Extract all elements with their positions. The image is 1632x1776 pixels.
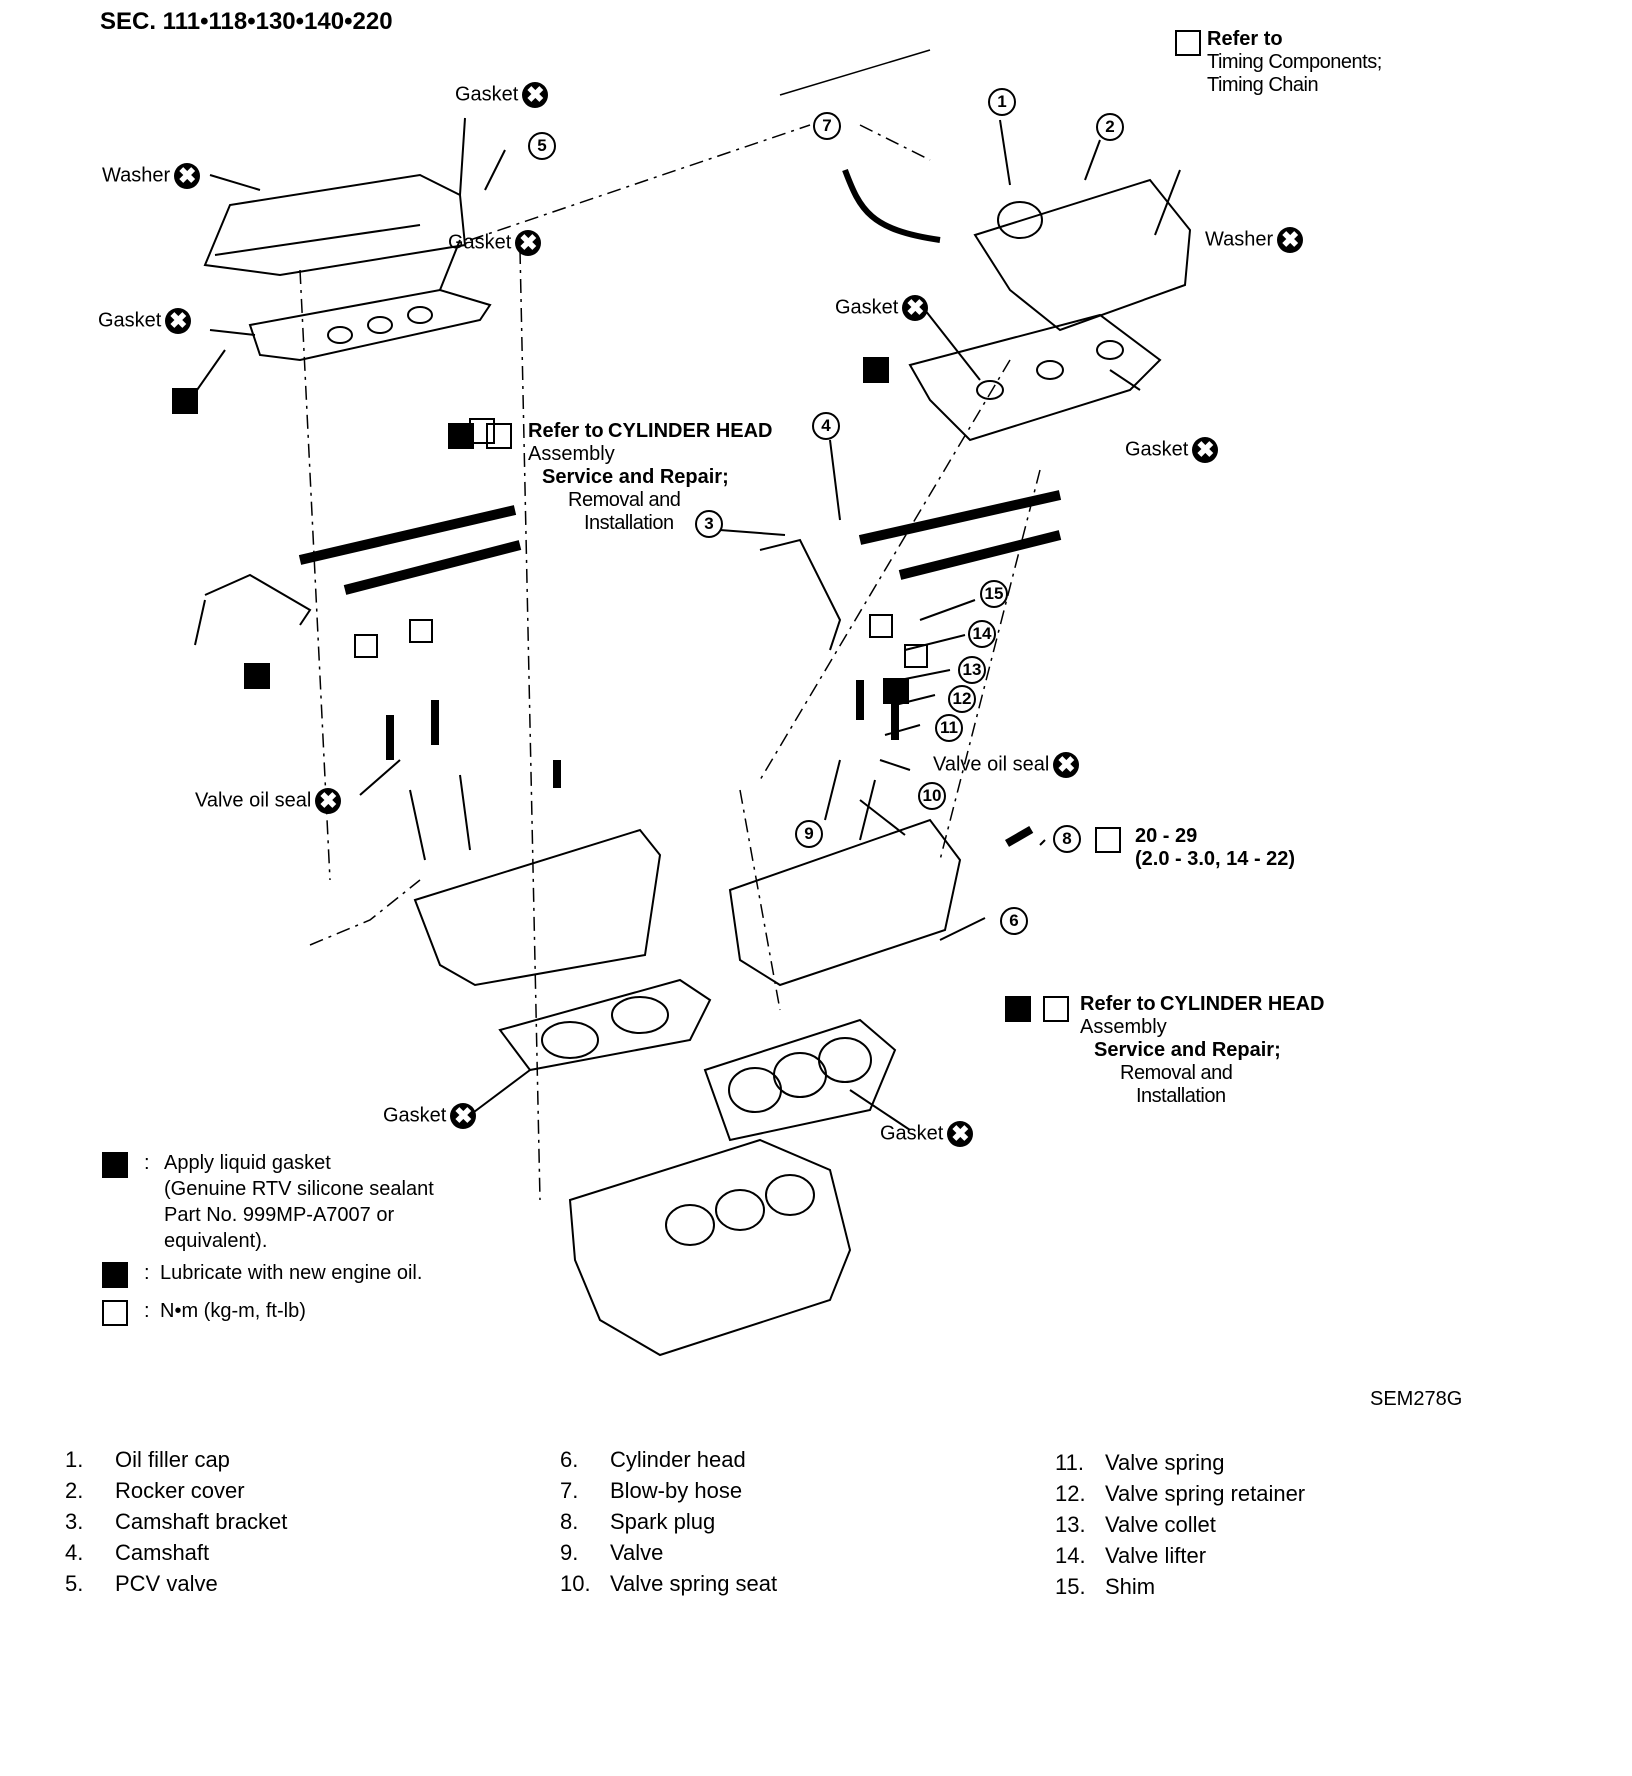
torque-wrench-icon [1095,827,1121,853]
valve-oil-seal-callout: Valve oil seal✖ [195,788,342,814]
oil-can-icon [448,423,474,449]
list-item: 9.Valve [560,1540,664,1565]
do-not-reuse-icon: ✖ [450,1103,477,1129]
cylinder-block [568,1138,852,1357]
gasket-callout: Gasket✖ [1125,437,1219,463]
blow-by-hose [842,168,941,243]
left-cam-bracket [204,573,312,626]
left-rocker-cover [203,173,467,277]
part-number-2: 2 [1096,113,1124,141]
part-number-10: 10 [918,782,946,810]
gasket-callout: Gasket✖ [835,295,929,321]
gasket-callout: Gasket✖ [448,230,542,256]
left-rocker-gasket [248,288,492,362]
list-item: 11.Valve spring [1055,1450,1225,1475]
right-camshaft-2 [898,530,1062,580]
do-not-reuse-icon: ✖ [165,308,192,334]
list-item: 6.Cylinder head [560,1447,746,1472]
oil-can-icon [1005,996,1031,1022]
list-item: 2.Rocker cover [65,1478,245,1503]
do-not-reuse-icon: ✖ [1277,227,1304,253]
torque-wrench-icon [1175,30,1201,56]
legend-item: : Lubricate with new engine oil. [102,1260,434,1288]
list-item: 8.Spark plug [560,1509,716,1534]
part-number-6: 6 [1000,907,1028,935]
part-number-4: 4 [812,412,840,440]
washer-callout: Washer✖ [102,163,201,189]
oil-can-icon [102,1262,128,1288]
liquid-gasket-icon [863,357,890,383]
part-number-15: 15 [980,580,1008,608]
torque-wrench-icon [1043,996,1069,1022]
list-item: 4.Camshaft [65,1540,210,1565]
right-cylinder-head [728,818,962,987]
left-camshaft-2 [343,540,522,595]
list-item: 14.Valve lifter [1055,1543,1207,1568]
right-cam-bracket [759,538,842,651]
part-number-13: 13 [958,656,986,684]
refer-timing-note: Refer to Timing Components; Timing Chain [1175,28,1382,97]
list-item: 7.Blow-by hose [560,1478,743,1503]
right-rocker-gasket [908,313,1162,442]
do-not-reuse-icon: ✖ [315,788,342,814]
do-not-reuse-icon: ✖ [1192,437,1219,463]
torque-spec: 20 - 29 (2.0 - 3.0, 14 - 22) [1095,825,1295,871]
gasket-callout: Gasket✖ [880,1121,974,1147]
do-not-reuse-icon: ✖ [1053,752,1080,778]
do-not-reuse-icon: ✖ [522,82,549,108]
symbol-legend: : Apply liquid gasket (Genuine RTV silic… [102,1150,434,1326]
list-item: 15.Shim [1055,1574,1156,1599]
parts-list-col-3: 11.Valve spring 12.Valve spring retainer… [1055,1447,1305,1602]
left-cylinder-head [413,828,662,987]
right-head-gasket [703,1018,897,1142]
refer-cylinder-head-note: Refer to CYLINDER HEAD Assembly Service … [448,420,772,535]
liquid-gasket-icon [102,1152,128,1178]
part-number-12: 12 [948,685,976,713]
list-item: 3.Camshaft bracket [65,1509,288,1534]
right-rocker-cover [973,178,1192,332]
liquid-gasket-icon [172,388,198,414]
list-item: 5.PCV valve [65,1571,218,1596]
list-item: 12.Valve spring retainer [1055,1481,1306,1506]
gasket-callout: Gasket✖ [383,1103,477,1129]
torque-wrench-icon [102,1300,128,1326]
part-number-11: 11 [935,714,963,742]
do-not-reuse-icon: ✖ [902,295,929,321]
refer-cylinder-head-note: Refer to CYLINDER HEAD Assembly Service … [1005,993,1324,1108]
gasket-callout: Gasket✖ [98,308,192,334]
washer-callout: Washer✖ [1205,227,1304,253]
exploded-engine-diagram [189,49,1192,1357]
valve-oil-seal-callout: Valve oil seal✖ [933,752,1080,778]
part-number-7: 7 [813,112,841,140]
right-camshaft-1 [858,490,1062,545]
section-title: SEC. 111•118•130•140•220 [100,8,393,35]
part-number-9: 9 [795,820,823,848]
oil-filler-cap [997,201,1043,239]
part-number-1: 1 [988,88,1016,116]
liquid-gasket-icon [883,678,910,704]
legend-item: : Apply liquid gasket (Genuine RTV silic… [102,1150,434,1254]
left-camshaft-1 [298,505,517,565]
list-item: 1.Oil filler cap [65,1447,230,1472]
figure-code: SEM278G [1370,1388,1463,1410]
torque-wrench-icon [486,423,512,449]
liquid-gasket-icon [243,663,270,689]
do-not-reuse-icon: ✖ [174,163,201,189]
gasket-callout: Gasket✖ [455,82,549,108]
part-number-14: 14 [968,620,996,648]
do-not-reuse-icon: ✖ [947,1121,974,1147]
parts-list-col-2: 6.Cylinder head 7.Blow-by hose 8.Spark p… [560,1444,777,1599]
left-head-gasket [498,978,712,1072]
part-number-8: 8 [1053,825,1081,853]
do-not-reuse-icon: ✖ [515,230,542,256]
list-item: 13.Valve collet [1055,1512,1216,1537]
legend-item: : N•m (kg-m, ft-lb) [102,1298,434,1326]
part-number-5: 5 [528,132,556,160]
list-item: 10.Valve spring seat [560,1571,778,1596]
part-number-3: 3 [695,510,723,538]
parts-list-col-1: 1.Oil filler cap 2.Rocker cover 3.Camsha… [65,1444,287,1599]
